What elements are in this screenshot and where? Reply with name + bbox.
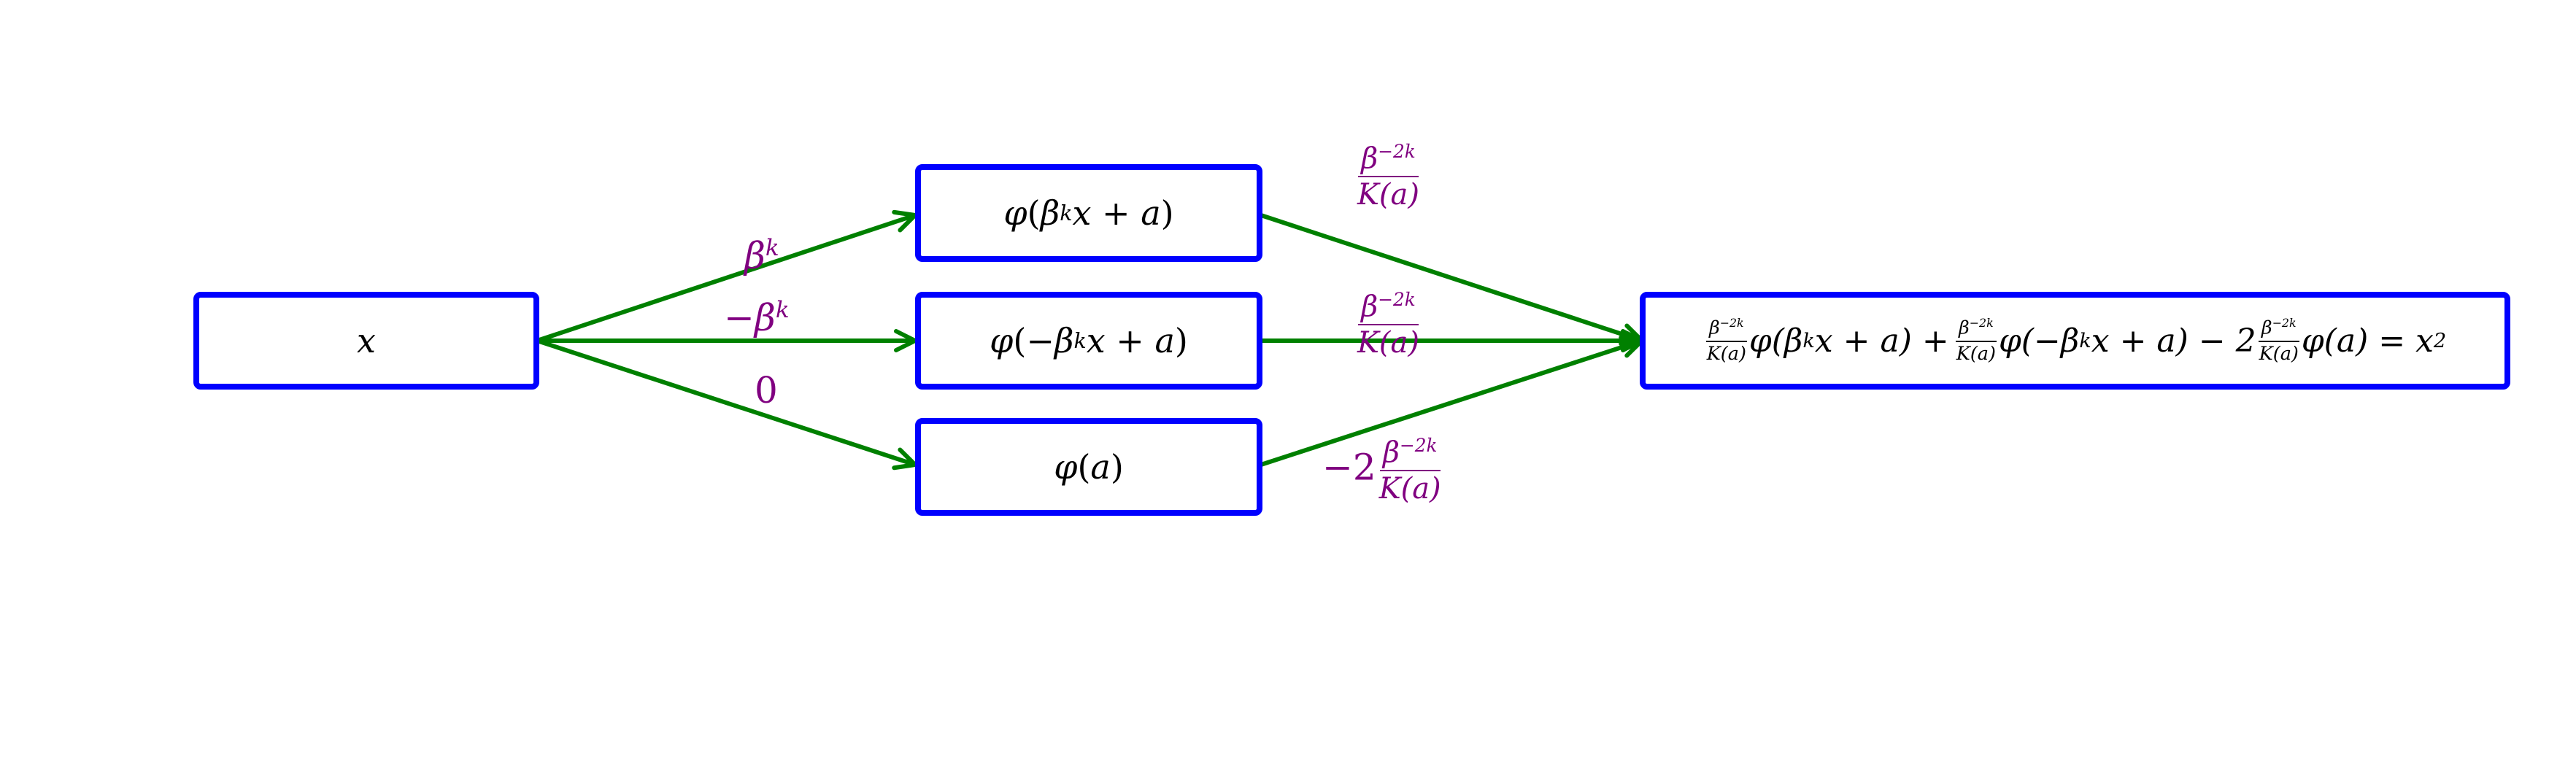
output-coef-1-num-exp: −2k — [1719, 316, 1744, 330]
edge-label-to-bottom: 0 — [755, 372, 778, 409]
middle-node-minus: − — [1026, 321, 1054, 360]
output-term-1-rest: x + a) + — [1814, 322, 1949, 360]
middle-node-rest: x + a — [1086, 321, 1175, 360]
input-node: x — [193, 292, 539, 390]
middle-node-close: ) — [1174, 321, 1188, 360]
bottom-node-arg: a — [1090, 447, 1111, 487]
bottom-node-close: ) — [1110, 447, 1124, 487]
output-term-1-exp: k — [1802, 329, 1815, 352]
output-term-3: φ(a) = x — [2301, 322, 2434, 360]
middle-node-beta-exp: k — [1073, 328, 1087, 353]
middle-node-fn: φ — [990, 321, 1014, 360]
edge-label-to-bottom-value: 0 — [755, 369, 778, 411]
edge-label-from-bottom-num-exp: −2k — [1399, 435, 1438, 456]
output-coef-2-num-exp: −2k — [1969, 316, 1994, 330]
edge-label-from-top: β−2k K(a) — [1354, 142, 1422, 210]
top-node-open: ( — [1027, 193, 1041, 233]
edge-label-to-top: βk — [744, 237, 779, 274]
top-node-beta: β — [1040, 193, 1060, 233]
edge-label-from-middle: β−2k K(a) — [1354, 290, 1422, 358]
edge-input-to-top — [536, 209, 917, 343]
edge-label-from-middle-num: β — [1361, 290, 1378, 324]
output-term-2-rest: x + a) − 2 — [2091, 322, 2256, 360]
output-coef-3: β−2k K(a) — [2256, 317, 2302, 363]
output-coef-1: β−2k K(a) — [1704, 317, 1749, 363]
output-coef-1-num: β — [1708, 317, 1720, 339]
edge-label-from-bottom-den: K(a) — [1378, 472, 1441, 506]
output-coef-3-den: K(a) — [2259, 342, 2299, 365]
edge-label-from-middle-num-exp: −2k — [1378, 289, 1416, 310]
bottom-node-fn: φ — [1054, 447, 1078, 487]
edge-bottom-to-output — [1260, 335, 1644, 467]
edge-label-to-middle: −βk — [724, 299, 790, 336]
edge-label-from-bottom: −2 β−2k K(a) — [1322, 436, 1444, 504]
middle-node-beta: β — [1054, 321, 1074, 360]
edge-label-to-middle-exp: k — [775, 297, 790, 323]
bottom-node-open: ( — [1077, 447, 1091, 487]
edge-label-from-middle-den: K(a) — [1357, 326, 1419, 360]
edge-label-to-middle-minus: − — [724, 296, 755, 339]
edge-label-from-top-den: K(a) — [1357, 178, 1419, 212]
output-coef-2-num: β — [1959, 317, 1970, 339]
top-node-rest: x + a — [1072, 193, 1161, 233]
edge-label-from-bottom-num: β — [1382, 436, 1400, 470]
top-node-fn: φ — [1003, 193, 1027, 233]
output-coef-2-den: K(a) — [1956, 342, 1996, 365]
edge-label-from-bottom-coef: −2 — [1322, 446, 1376, 489]
edge-label-from-top-num: β — [1361, 142, 1378, 176]
edge-label-to-top-exp: k — [765, 235, 779, 261]
output-term-1: φ(β — [1748, 322, 1803, 360]
middle-node-open: ( — [1013, 321, 1027, 360]
output-term-3-exp: 2 — [2433, 329, 2447, 352]
output-term-2: φ(−β — [1998, 322, 2080, 360]
edge-top-to-output — [1260, 213, 1644, 347]
output-coef-1-den: K(a) — [1706, 342, 1746, 365]
edge-input-to-bottom — [536, 338, 917, 471]
edge-label-from-top-num-exp: −2k — [1378, 141, 1416, 162]
bottom-node: φ(a) — [915, 418, 1262, 516]
output-coef-2: β−2k K(a) — [1954, 317, 1999, 363]
output-coef-3-num-exp: −2k — [2272, 316, 2297, 330]
top-node-beta-exp: k — [1060, 201, 1073, 225]
edge-label-to-top-base: β — [744, 234, 766, 277]
output-term-2-exp: k — [2079, 329, 2091, 352]
output-coef-3-num: β — [2261, 317, 2272, 339]
top-node-close: ) — [1160, 193, 1174, 233]
edge-label-to-middle-base: β — [754, 296, 776, 339]
input-node-variable: x — [357, 321, 376, 360]
